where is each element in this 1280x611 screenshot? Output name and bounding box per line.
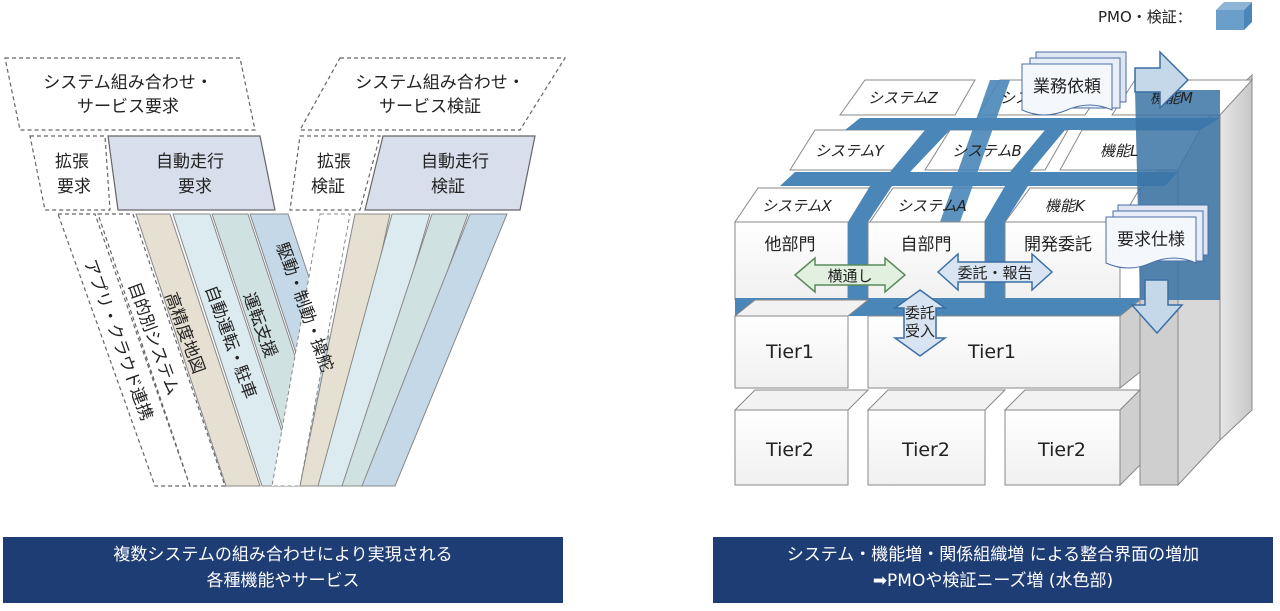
top-right-line2: サービス検証 xyxy=(379,97,481,117)
arrow-itaku-label: 委託・報告 xyxy=(957,264,1032,282)
label-tier2-right: Tier2 xyxy=(1037,439,1086,461)
pmo-band-front1 xyxy=(848,222,868,300)
pmo-band-diag3 xyxy=(848,186,892,222)
legend-cube-top xyxy=(1216,2,1252,10)
mid-right-big-line1: 自動走行 xyxy=(421,152,489,172)
label-func-k: 機能K xyxy=(1045,197,1086,215)
tier2-side xyxy=(1119,388,1141,487)
pmo-band-diag1 xyxy=(890,130,950,172)
arrow-juju-line1: 委託 xyxy=(905,304,935,322)
pmo-band-right xyxy=(1135,90,1220,300)
tier2-left xyxy=(734,409,849,486)
arrow-yokodoshi-label: 横通し xyxy=(827,267,872,285)
pmo-band-diag4 xyxy=(984,186,1028,222)
mid-right-big-box xyxy=(364,135,536,211)
tier2-right xyxy=(1004,409,1121,486)
front-other-dept xyxy=(734,221,849,301)
legend-cube-front xyxy=(1216,10,1244,30)
top-left-line1: システム組み合わせ・ xyxy=(43,73,213,93)
arrow-itaku-houkoku xyxy=(936,252,1054,292)
top-face-z xyxy=(839,79,976,116)
top-right-line1: システム組み合わせ・ xyxy=(355,73,525,93)
label-system-y: システムY xyxy=(815,142,886,160)
v-model-diagram: システム組み合わせ・ サービス要求 システム組み合わせ・ サービス検証 拡張 要… xyxy=(4,57,567,487)
label-system-z: システムZ xyxy=(868,89,939,107)
pmo-band-diag2 xyxy=(1010,130,1065,172)
pmo-band-front2 xyxy=(985,222,1005,300)
label-system-x: システムX xyxy=(762,197,833,215)
label-own-dept: 自部門 xyxy=(901,235,952,255)
label-func-l: 機能L xyxy=(1100,142,1138,160)
strip-purpose-system xyxy=(97,213,226,487)
cube-right-side-back xyxy=(1219,73,1253,442)
cube-diagram: PMO・検証： xyxy=(733,2,1254,487)
arrow-yokodoshi xyxy=(793,256,907,294)
top-right-verification-box xyxy=(298,57,567,131)
pmo-band-row1 xyxy=(845,118,1220,130)
tier1-left xyxy=(734,315,849,389)
label-tier1-left: Tier1 xyxy=(765,341,814,363)
arrow-itaku-ukeire xyxy=(892,289,948,357)
right-caption-line1: システム・機能増・関係組織増 による整合界面の増加 xyxy=(786,545,1200,565)
pmo-band-row2 xyxy=(780,172,1178,186)
tier2-right-top xyxy=(1003,389,1142,411)
doc-spec-stack: 要求仕様 xyxy=(1105,204,1209,269)
label-tier2-mid: Tier2 xyxy=(901,439,950,461)
mid-left-small-line2: 要求 xyxy=(57,177,91,197)
mid-left-big-line1: 自動走行 xyxy=(156,152,224,172)
tier1-side xyxy=(1119,298,1141,390)
top-left-requirement-box xyxy=(4,57,256,131)
mid-left-small-line1: 拡張 xyxy=(55,152,89,172)
strip-right-5 xyxy=(361,213,508,487)
strip-right-1 xyxy=(271,213,351,487)
doc-request-stack: 業務依頼 xyxy=(1021,51,1127,116)
doc-request-label: 業務依頼 xyxy=(1033,77,1101,97)
right-caption: システム・機能増・関係組織増 による整合界面の増加 ➡PMOや検証ニーズ増 (水… xyxy=(713,537,1273,603)
left-caption-line1: 複数システムの組み合わせにより実現される xyxy=(113,545,453,565)
arrow-down-right xyxy=(1130,279,1184,335)
label-tier1-center: Tier1 xyxy=(967,341,1016,363)
mid-right-small-line1: 拡張 xyxy=(317,152,351,172)
front-outsourcing xyxy=(1004,221,1121,301)
mid-left-small-box xyxy=(29,135,111,211)
label-other-dept: 他部門 xyxy=(765,235,816,255)
arrow-right-top xyxy=(1134,50,1190,110)
strip-hd-map xyxy=(135,213,261,487)
doc-spec-label: 要求仕様 xyxy=(1117,230,1185,250)
top-left-line2: サービス要求 xyxy=(77,97,179,117)
label-system-b: システムB xyxy=(952,142,1022,160)
mid-right-small-box xyxy=(289,135,381,211)
mid-left-big-box xyxy=(107,135,276,211)
mid-right-big-line2: 検証 xyxy=(431,177,465,197)
label-system-a: システムA xyxy=(897,197,967,215)
arrow-juju-line2: 受入 xyxy=(905,322,935,340)
mid-right-small-line2: 検証 xyxy=(311,177,345,197)
mid-left-big-line2: 要求 xyxy=(178,177,212,197)
tier2-left-top xyxy=(733,389,870,411)
label-outsourcing: 開発委託 xyxy=(1024,235,1092,255)
left-caption: 複数システムの組み合わせにより実現される 各種機能やサービス xyxy=(3,537,563,603)
right-caption-line2: ➡PMOや検証ニーズ増 (水色部) xyxy=(872,571,1114,591)
tier2-mid xyxy=(867,409,986,486)
legend-cube-side xyxy=(1244,2,1252,30)
left-caption-line2: 各種機能やサービス xyxy=(206,571,360,591)
tier2-mid-top xyxy=(866,389,1007,411)
pmo-band-vertical-top xyxy=(940,80,1010,222)
tier1-left-top xyxy=(733,299,870,317)
label-tier2-left: Tier2 xyxy=(765,439,814,461)
legend-label: PMO・検証： xyxy=(1098,8,1192,26)
